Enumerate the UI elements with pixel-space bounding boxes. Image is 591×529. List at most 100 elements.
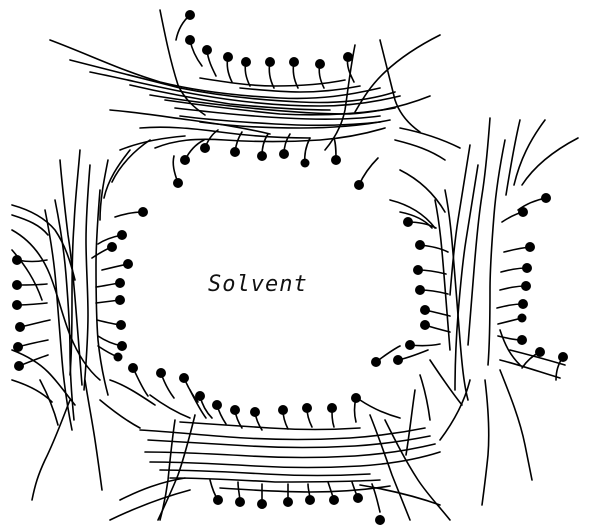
lipid-head	[179, 373, 189, 383]
lipid-head	[250, 407, 260, 417]
lipid-head	[420, 305, 430, 315]
hydrocarbon-chain	[40, 380, 58, 425]
hydrocarbon-chain	[145, 444, 435, 458]
lipid-head	[375, 515, 385, 525]
lipid-head	[265, 57, 275, 67]
hydrocarbon-chain	[450, 145, 470, 295]
lipid-head	[518, 207, 528, 217]
hydrocarbon-chain	[395, 140, 445, 160]
left-bilayer	[12, 140, 155, 500]
lipid-head	[522, 263, 532, 273]
hydrocarbon-chain	[482, 380, 489, 505]
lipid-head	[517, 335, 527, 345]
lipid-head	[413, 265, 423, 275]
lipid-head	[223, 52, 233, 62]
lipid-head	[541, 193, 551, 203]
lipid-head	[405, 340, 415, 350]
lipid-head	[123, 259, 133, 269]
hydrocarbon-chain	[160, 470, 370, 476]
lipid-head	[241, 57, 251, 67]
lipid-head	[278, 405, 288, 415]
hydrocarbon-chain	[148, 436, 430, 448]
lipid-head	[283, 497, 293, 507]
lipid-head	[518, 314, 527, 323]
hydrocarbon-chain	[506, 120, 520, 195]
top-bilayer	[50, 10, 460, 190]
right-bilayer-outer-heads	[497, 193, 568, 380]
lipid-head	[173, 178, 183, 188]
lipid-head	[116, 320, 126, 330]
lipid-head	[200, 143, 210, 153]
hydrocarbon-chain	[240, 86, 360, 92]
lipid-head	[230, 405, 240, 415]
hydrocarbon-chain	[85, 380, 102, 490]
lipid-head	[354, 180, 364, 190]
lipid-head	[302, 403, 312, 413]
bottom-bilayer	[110, 363, 450, 525]
lipid-head	[235, 497, 245, 507]
lipid-head	[289, 57, 299, 67]
lipid-head	[117, 230, 127, 240]
hydrocarbon-chain	[100, 400, 140, 428]
lipid-head	[115, 295, 125, 305]
hydrocarbon-chain	[430, 360, 462, 405]
lipid-head	[128, 363, 138, 373]
lipid-head	[331, 155, 341, 165]
hydrocarbon-chain	[120, 136, 185, 150]
lipid-head	[301, 159, 310, 168]
hydrocarbon-chain	[84, 165, 90, 390]
solvent-label: Solvent	[208, 272, 308, 297]
lipid-head	[12, 255, 22, 265]
left-bilayer-inner-heads	[92, 207, 148, 362]
lipid-head	[185, 10, 195, 20]
lipid-head	[393, 355, 403, 365]
lipid-head	[353, 493, 363, 503]
lipid-head	[138, 207, 148, 217]
lipid-head	[12, 280, 22, 290]
lipid-head	[279, 149, 289, 159]
hydrocarbon-chain	[96, 190, 108, 395]
lipid-head	[535, 347, 545, 357]
hydrocarbon-chain	[488, 140, 505, 365]
hydrocarbon-chain	[150, 395, 190, 418]
lipid-head	[202, 45, 212, 55]
left-bilayer-chains	[12, 140, 155, 500]
hydrocarbon-chain	[110, 490, 190, 520]
hydrocarbon-chain	[220, 486, 390, 492]
bottom-bilayer-upper-heads	[128, 363, 361, 430]
lipid-head	[13, 342, 23, 352]
hydrocarbon-chain	[406, 390, 415, 455]
lipid-head	[185, 35, 195, 45]
hydrocarbon-chain	[110, 380, 155, 405]
lipid-head	[343, 52, 353, 62]
lipid-head	[525, 242, 535, 252]
lipid-head	[230, 147, 240, 157]
lipid-head	[15, 322, 25, 332]
lipid-head	[558, 352, 568, 362]
lipid-head	[415, 285, 425, 295]
lipid-head	[195, 391, 205, 401]
hydrocarbon-chain	[380, 40, 420, 132]
hydrocarbon-chain	[500, 360, 560, 378]
right-bilayer-inner-heads	[371, 217, 450, 367]
hydrocarbon-chain	[455, 165, 478, 390]
hydrocarbon-chain	[445, 190, 468, 400]
hydrocarbon-chain	[155, 128, 385, 148]
top-bilayer-chains	[50, 10, 460, 160]
lipid-head	[257, 151, 267, 161]
lipid-head	[114, 353, 123, 362]
lipid-head	[212, 400, 222, 410]
lipid-head	[213, 495, 223, 505]
hydrocarbon-chain	[140, 127, 310, 138]
lipid-head	[415, 240, 425, 250]
hydrocarbon-chain	[400, 128, 460, 148]
hydrocarbon-chain	[360, 400, 400, 418]
lipid-head	[403, 217, 413, 227]
hydrocarbon-chain	[150, 452, 440, 468]
hydrocarbon-chain	[170, 478, 380, 482]
lipid-head	[521, 281, 531, 291]
hydrocarbon-chain	[500, 330, 520, 365]
hydrocarbon-chain	[500, 370, 532, 480]
lipid-head	[315, 59, 325, 69]
